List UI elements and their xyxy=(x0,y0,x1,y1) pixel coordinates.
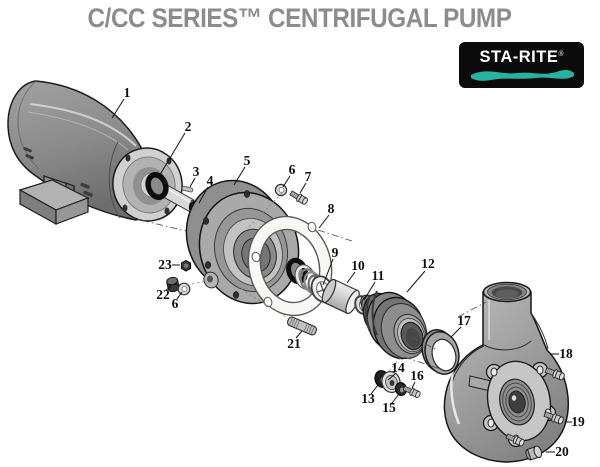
alignment-lines xyxy=(127,192,487,372)
logo-swoosh-icon xyxy=(470,69,574,81)
part-washer-6-upper xyxy=(274,183,288,197)
volute-discharge-port xyxy=(482,281,532,303)
motor-vent-slots xyxy=(23,147,93,197)
part-label-6-upper: 6 xyxy=(289,162,296,177)
part-gasket xyxy=(247,215,333,317)
part-label-23: 23 xyxy=(158,257,172,272)
part-label-7: 7 xyxy=(305,169,312,184)
part-callouts: 1 2 3 4 5 6 7 8 9 10 11 12 13 14 15 16 1… xyxy=(124,85,585,459)
part-label-4: 4 xyxy=(207,173,214,188)
part-volute-oring xyxy=(421,329,460,375)
part-shaft-key xyxy=(181,185,194,193)
part-washer-6-lower xyxy=(177,282,191,296)
part-label-1: 1 xyxy=(124,85,131,100)
part-label-16: 16 xyxy=(410,368,424,383)
logo-brand-text: STA-RITE xyxy=(479,47,559,66)
part-label-2: 2 xyxy=(185,119,192,134)
sta-rite-logo: STA-RITE® xyxy=(459,42,584,88)
part-label-20: 20 xyxy=(555,444,569,459)
part-label-18: 18 xyxy=(559,346,573,361)
part-label-9: 9 xyxy=(332,245,339,260)
part-slinger-ring xyxy=(145,172,169,200)
part-stud xyxy=(286,316,318,336)
part-label-13: 13 xyxy=(361,391,375,406)
part-hex-nut xyxy=(181,259,191,272)
part-motor xyxy=(7,80,199,226)
page-title-text: C/CC SERIES™ CENTRIFUGAL PUMP xyxy=(88,3,512,33)
part-pipe-plug-20 xyxy=(525,445,543,461)
part-impeller xyxy=(360,290,428,360)
part-volute-housing xyxy=(443,281,570,463)
leader-lines xyxy=(111,98,572,453)
part-label-21: 21 xyxy=(287,336,301,351)
part-label-8: 8 xyxy=(328,201,335,216)
part-label-3: 3 xyxy=(193,164,200,179)
part-label-5: 5 xyxy=(244,153,251,168)
part-label-22: 22 xyxy=(156,287,170,302)
part-label-15: 15 xyxy=(382,400,396,415)
part-label-12: 12 xyxy=(421,256,435,271)
volute-suction-bore xyxy=(499,378,535,426)
part-label-10: 10 xyxy=(351,258,365,273)
page-title: C/CC SERIES™ CENTRIFUGAL PUMP xyxy=(0,3,600,34)
part-label-6-lower: 6 xyxy=(172,296,179,311)
part-label-14: 14 xyxy=(391,360,405,375)
part-shaft-sleeve xyxy=(321,278,360,315)
motor-foot xyxy=(18,175,90,226)
part-bolt-7 xyxy=(288,188,310,207)
part-label-19: 19 xyxy=(571,414,585,429)
gasket-holes xyxy=(251,221,317,308)
part-seal-plate xyxy=(185,179,300,305)
part-label-11: 11 xyxy=(372,268,385,283)
part-label-17: 17 xyxy=(457,313,471,328)
logo-text-row: STA-RITE® xyxy=(479,47,564,66)
logo-registered-mark: ® xyxy=(558,50,564,58)
